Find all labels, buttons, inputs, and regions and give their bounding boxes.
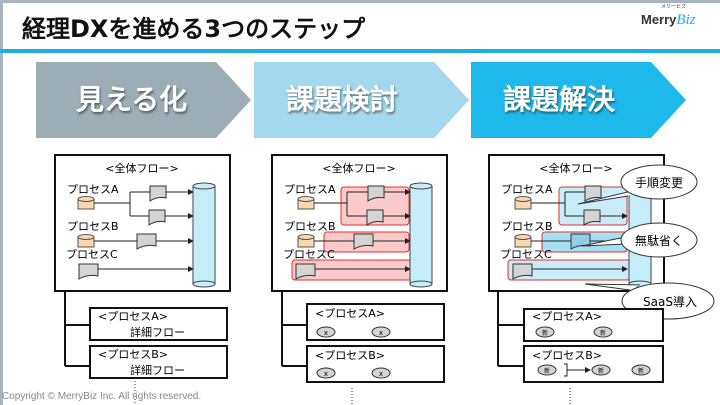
callout-procedure-change: 手順変更	[577, 164, 698, 205]
top-border	[0, 0, 720, 3]
logo-kana: メリービズ	[661, 4, 687, 10]
step-visualize-label: 見える化	[76, 83, 188, 116]
sub-flow-b-box	[89, 345, 228, 379]
svg-text:新: 新	[598, 367, 604, 375]
logo-text: Merry	[641, 12, 677, 27]
document-icon	[149, 185, 167, 202]
step-review: 課題検討	[254, 62, 469, 138]
svg-text:プロセスC: プロセスC	[500, 248, 552, 261]
svg-text:SaaS導入: SaaS導入	[643, 295, 697, 309]
panel-visualize: <全体フロー> プロセスA プロセスB プロセスC <プロセスA> 詳細フロー …	[54, 154, 231, 405]
svg-text:<プロセスB>: <プロセスB>	[315, 349, 385, 362]
header-divider	[0, 49, 720, 53]
callout-eliminate-waste: 無駄省く	[581, 222, 698, 258]
document-icon	[78, 263, 99, 280]
step-visualize-shape	[36, 62, 251, 138]
process-b-label: プロセスB	[67, 220, 119, 233]
svg-text:x: x	[379, 370, 383, 378]
issue-marker: x	[316, 326, 336, 338]
overall-flow-label: <全体フロー>	[105, 161, 178, 175]
svg-text:無駄省く: 無駄省く	[635, 233, 683, 248]
step-review-shape	[254, 62, 469, 138]
database-icon	[77, 196, 95, 210]
svg-text:新: 新	[638, 367, 644, 375]
logo-accent: Biz	[676, 12, 696, 28]
process-c-label: プロセスC	[66, 248, 118, 261]
svg-text:新: 新	[600, 329, 606, 337]
svg-text:プロセスB: プロセスB	[501, 220, 553, 233]
svg-text:プロセスA: プロセスA	[501, 183, 553, 196]
step-solve-label: 課題解決	[503, 83, 616, 116]
left-border	[0, 0, 3, 405]
svg-text:新: 新	[542, 329, 548, 337]
new-marker: 新	[537, 364, 557, 376]
svg-text:x: x	[379, 329, 383, 337]
document-icon	[136, 233, 157, 250]
new-marker: 新	[591, 364, 611, 376]
issue-marker: x	[371, 367, 391, 379]
sub-flow-b-label: <プロセスB>	[98, 348, 168, 361]
svg-text:新: 新	[544, 367, 550, 375]
database-icon	[77, 234, 95, 248]
page-title: 経理DXを進める3つのステップ	[22, 15, 366, 43]
svg-text:<プロセスA>: <プロセスA>	[532, 310, 602, 323]
svg-text:<プロセスB>: <プロセスB>	[532, 349, 602, 362]
sub-flow-a-label: <プロセスA>	[98, 310, 168, 323]
issue-marker: x	[316, 367, 336, 379]
merrybiz-logo: メリービズ MerryBiz	[641, 4, 696, 29]
issue-marker: x	[371, 326, 391, 338]
step-solve-shape	[471, 62, 686, 138]
document-icon	[148, 209, 166, 226]
panel-solve: <全体フロー> プロセスA プロセスB プロセスC 手順変更 無駄省く	[488, 154, 715, 405]
new-marker: 新	[631, 364, 651, 376]
panel-review: <全体フロー> プロセスA プロセスB プロセスC <プロセスA> <プロセスB…	[271, 154, 448, 405]
sub-flow-a-detail: 詳細フロー	[130, 325, 185, 339]
svg-text:<プロセスA>: <プロセスA>	[315, 307, 385, 320]
new-marker: 新	[593, 326, 613, 338]
svg-text:プロセスA: プロセスA	[284, 183, 336, 196]
sub-flow-a-box	[89, 307, 228, 341]
system-cylinder-icon	[192, 182, 216, 288]
svg-text:<全体フロー>: <全体フロー>	[539, 161, 612, 175]
step-review-label: 課題検討	[286, 83, 399, 116]
step-solve: 課題解決	[471, 62, 686, 138]
svg-text:手順変更: 手順変更	[635, 175, 683, 190]
svg-text:x: x	[324, 329, 328, 337]
new-marker: 新	[535, 326, 555, 338]
process-a-label: プロセスA	[67, 183, 119, 196]
svg-text:プロセスC: プロセスC	[283, 248, 335, 261]
copyright: Copyright © MerryBiz Inc. All rights res…	[2, 391, 202, 402]
svg-text:<全体フロー>: <全体フロー>	[322, 161, 395, 175]
sub-flow-b-detail: 詳細フロー	[130, 363, 185, 377]
svg-text:x: x	[324, 370, 328, 378]
svg-text:プロセスB: プロセスB	[284, 220, 336, 233]
step-visualize: 見える化	[36, 62, 251, 138]
